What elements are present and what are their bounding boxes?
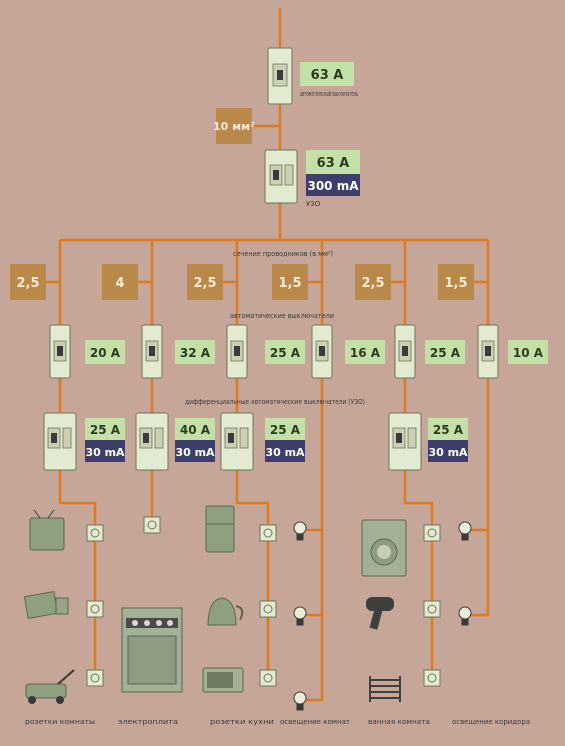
branch-breaker-4	[311, 324, 333, 379]
group-label-kitchen-outlets: розетки кухни	[210, 718, 274, 726]
lawnmower-icon	[25, 669, 75, 704]
light-bulb-icon	[293, 521, 307, 541]
main-breaker-tag: 63 A	[300, 62, 354, 86]
branch-breaker-5	[394, 324, 416, 379]
svg-text:63 A: 63 A	[317, 156, 350, 171]
outlet-bath-2	[423, 600, 441, 618]
light-bulb-icon	[293, 606, 307, 626]
outlet-room-1	[86, 524, 104, 542]
group-label-stove: электроплита	[118, 718, 178, 726]
svg-text:2,5: 2,5	[16, 276, 39, 291]
branch-breaker-2	[141, 324, 163, 379]
svg-text:300 mA: 300 mA	[307, 179, 359, 193]
branch-breaker-3-tag: 25 A	[265, 340, 305, 364]
branch-breaker-2-tag: 32 A	[175, 340, 215, 364]
wire-tag-1: 2,5	[10, 264, 46, 300]
wire-tag-6: 1,5	[438, 264, 474, 300]
wiring	[45, 8, 490, 702]
branch-breaker-6-tag: 10 A	[508, 340, 548, 364]
branch-breaker-1-tag: 20 A	[85, 340, 125, 364]
group-label-bathroom: ванная комната	[368, 718, 430, 726]
svg-text:25 A: 25 A	[430, 346, 461, 360]
light-bulb-icon	[458, 606, 472, 626]
svg-text:2,5: 2,5	[193, 276, 216, 291]
laptop-icon	[23, 590, 69, 620]
rcbo-1-tag: 25 A 30 mA	[85, 418, 125, 462]
svg-text:10 A: 10 A	[513, 346, 544, 360]
svg-text:30 mA: 30 mA	[175, 446, 215, 459]
svg-text:40 A: 40 A	[180, 423, 211, 437]
outlet-room-3	[86, 669, 104, 687]
rcbo-2	[135, 412, 169, 471]
svg-text:25 A: 25 A	[270, 346, 301, 360]
wire-tag-4: 1,5	[272, 264, 308, 300]
svg-text:30 mA: 30 mA	[428, 446, 468, 459]
svg-text:25 A: 25 A	[433, 423, 464, 437]
svg-text:30 mA: 30 mA	[85, 446, 125, 459]
feeder-cable-tag: 10 мм²	[213, 108, 255, 144]
light-bulb-icon	[293, 691, 307, 711]
rcbo-5	[388, 412, 422, 471]
branch-breaker-5-tag: 25 A	[425, 340, 465, 364]
kettle-icon	[207, 597, 244, 626]
rcbo-2-tag: 40 A 30 mA	[175, 418, 215, 462]
svg-text:25 A: 25 A	[90, 423, 121, 437]
outlet-kitchen-1	[259, 524, 277, 542]
light-bulb-icon	[458, 521, 472, 541]
towel-heater-icon	[369, 676, 401, 702]
outlet-stove	[143, 516, 161, 534]
branch-breaker-6	[477, 324, 499, 379]
wire-tag-5: 2,5	[355, 264, 391, 300]
main-breaker-caption: автоматический выключатель	[300, 90, 358, 98]
branch-breaker-4-tag: 16 A	[345, 340, 385, 364]
rcbo-1	[43, 412, 77, 471]
outlet-room-2	[86, 600, 104, 618]
wire-tag-3: 2,5	[187, 264, 223, 300]
rcbo-3	[220, 412, 254, 471]
svg-text:2,5: 2,5	[361, 276, 384, 291]
main-rcd-tag: 63 A 300 mA	[306, 150, 360, 196]
main-breaker	[267, 47, 293, 105]
svg-text:1,5: 1,5	[278, 276, 301, 291]
hairdryer-icon	[366, 597, 394, 630]
svg-text:1,5: 1,5	[444, 276, 467, 291]
rcbo-3-tag: 25 A 30 mA	[265, 418, 305, 462]
branch-breaker-3	[226, 324, 248, 379]
wires-caption: сечение проводников (в мм²)	[233, 250, 333, 258]
svg-text:10 мм²: 10 мм²	[213, 120, 255, 133]
outlet-kitchen-2	[259, 600, 277, 618]
wire-tag-2: 4	[102, 264, 138, 300]
outlet-bath-1	[423, 524, 441, 542]
svg-text:20 A: 20 A	[90, 346, 121, 360]
outlet-bath-3	[423, 669, 441, 687]
svg-text:63 A: 63 A	[311, 68, 344, 83]
stove-icon	[121, 607, 183, 693]
group-label-room-lighting: освещение комнат	[280, 718, 350, 726]
microwave-icon	[202, 667, 244, 693]
washing-machine-icon	[361, 519, 407, 577]
tv-icon	[29, 509, 65, 551]
svg-text:25 A: 25 A	[270, 423, 301, 437]
rcd-caption: УЗО	[306, 200, 321, 208]
svg-text:4: 4	[115, 276, 124, 291]
fridge-icon	[205, 505, 235, 553]
svg-text:16 A: 16 A	[350, 346, 381, 360]
main-rcd	[264, 149, 298, 204]
rcbo-5-tag: 25 A 30 mA	[428, 418, 468, 462]
svg-text:30 mA: 30 mA	[265, 446, 305, 459]
branch-breaker-1	[49, 324, 71, 379]
rcbo-caption: дифференциальные автоматические выключат…	[185, 398, 365, 406]
breakers-caption: автоматические выключатели	[230, 312, 334, 320]
group-label-room-outlets: розетки комнаты	[25, 718, 95, 726]
outlet-kitchen-3	[259, 669, 277, 687]
group-label-corridor-lighting: освещение коридора	[452, 718, 530, 726]
svg-text:32 A: 32 A	[180, 346, 211, 360]
